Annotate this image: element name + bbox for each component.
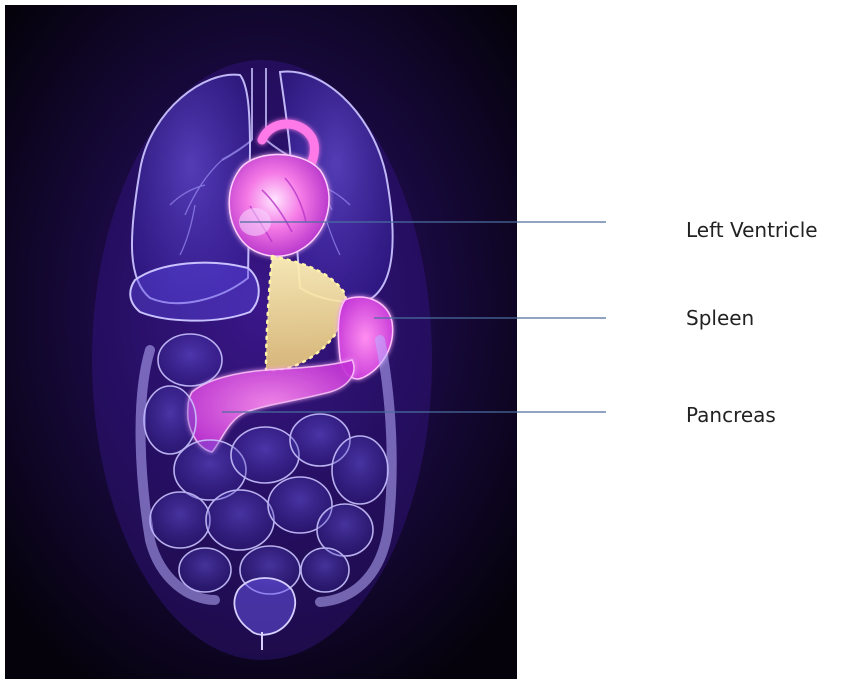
label-spleen: Spleen [686,306,754,330]
liver [130,263,259,321]
label-pancreas: Pancreas [686,403,776,427]
label-left-ventricle: Left Ventricle [686,218,818,242]
anatomy-illustration [5,5,517,679]
